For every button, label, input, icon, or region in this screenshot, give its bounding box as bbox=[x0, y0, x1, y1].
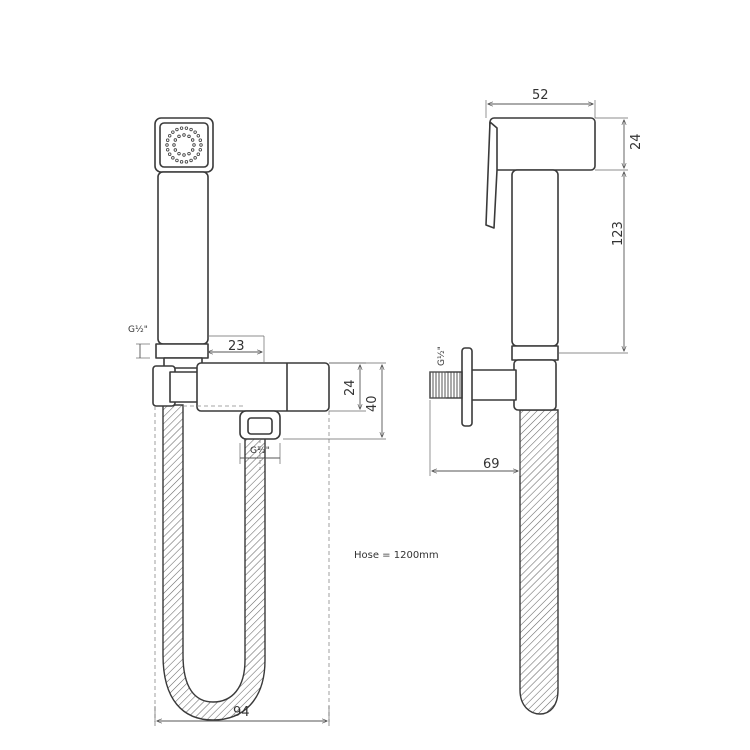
dim-23: 23 bbox=[228, 339, 245, 354]
side-threaded-inlet bbox=[429, 371, 463, 399]
spray-hole bbox=[190, 148, 195, 152]
spray-hole bbox=[184, 126, 189, 130]
spray-hole bbox=[187, 151, 191, 156]
side-handset-head bbox=[489, 117, 596, 171]
side-wall-flange bbox=[461, 347, 473, 427]
dim-94: 94 bbox=[233, 705, 250, 720]
spray-hole bbox=[189, 158, 193, 163]
spray-hole bbox=[196, 134, 200, 138]
dim-69: 69 bbox=[483, 457, 500, 472]
spray-hole bbox=[172, 143, 176, 147]
side-holder bbox=[513, 359, 557, 411]
hose-note: Hose = 1200mm bbox=[354, 550, 439, 561]
spray-hole bbox=[182, 133, 186, 137]
thread-label-side: G½" bbox=[437, 346, 447, 366]
spray-hole bbox=[179, 160, 184, 164]
spray-hole bbox=[165, 138, 170, 142]
spray-hole bbox=[177, 151, 181, 156]
spray-hole bbox=[179, 126, 184, 130]
front-valve-block bbox=[196, 362, 330, 412]
spray-hole bbox=[182, 153, 186, 157]
spray-hole bbox=[190, 138, 195, 142]
side-view: 52 24 123 G½" 69 bbox=[429, 88, 644, 715]
spray-hole bbox=[175, 158, 179, 163]
spray-hole bbox=[198, 138, 203, 142]
dim-123: 123 bbox=[611, 221, 626, 246]
spray-hole bbox=[177, 134, 181, 139]
spray-hole bbox=[192, 143, 196, 147]
spray-hole bbox=[173, 148, 178, 152]
dim-40: 40 bbox=[365, 395, 380, 412]
spray-hole bbox=[171, 130, 175, 134]
spray-hole bbox=[187, 134, 191, 139]
front-hose bbox=[162, 404, 266, 721]
spray-hole bbox=[167, 134, 172, 138]
side-trigger-lever bbox=[485, 121, 498, 229]
spray-hole bbox=[193, 156, 197, 160]
spray-hole bbox=[184, 160, 189, 164]
front-handset-head-inner bbox=[159, 122, 209, 168]
front-handset-head bbox=[154, 117, 214, 173]
front-handset-collar bbox=[155, 343, 209, 359]
spray-hole bbox=[199, 143, 203, 147]
side-bracket-arm bbox=[467, 369, 517, 401]
spray-hole bbox=[167, 152, 172, 156]
spray-hole bbox=[165, 143, 169, 147]
dim-head-24: 24 bbox=[629, 133, 644, 150]
front-view: G½" 23 24 40 G½" 94 Hose = 1200mm bbox=[128, 117, 439, 726]
side-handset-collar bbox=[511, 345, 559, 361]
side-handset-body bbox=[511, 169, 559, 347]
spray-hole bbox=[198, 148, 203, 152]
spray-hole bbox=[193, 130, 197, 134]
spray-hole bbox=[173, 138, 178, 142]
spray-hole bbox=[196, 152, 200, 156]
spray-hole bbox=[165, 148, 170, 152]
dim-52: 52 bbox=[532, 88, 549, 103]
side-hose bbox=[519, 409, 559, 715]
spray-hole bbox=[175, 127, 179, 132]
thread-label-bottom: G½" bbox=[250, 446, 270, 456]
spray-holes bbox=[165, 126, 203, 164]
front-holder-body bbox=[169, 371, 199, 403]
thread-label-front: G½" bbox=[128, 325, 148, 335]
front-handset-body bbox=[157, 171, 209, 345]
spray-hole bbox=[171, 156, 175, 160]
spray-hole bbox=[189, 127, 193, 132]
dim-block-24: 24 bbox=[343, 379, 358, 396]
